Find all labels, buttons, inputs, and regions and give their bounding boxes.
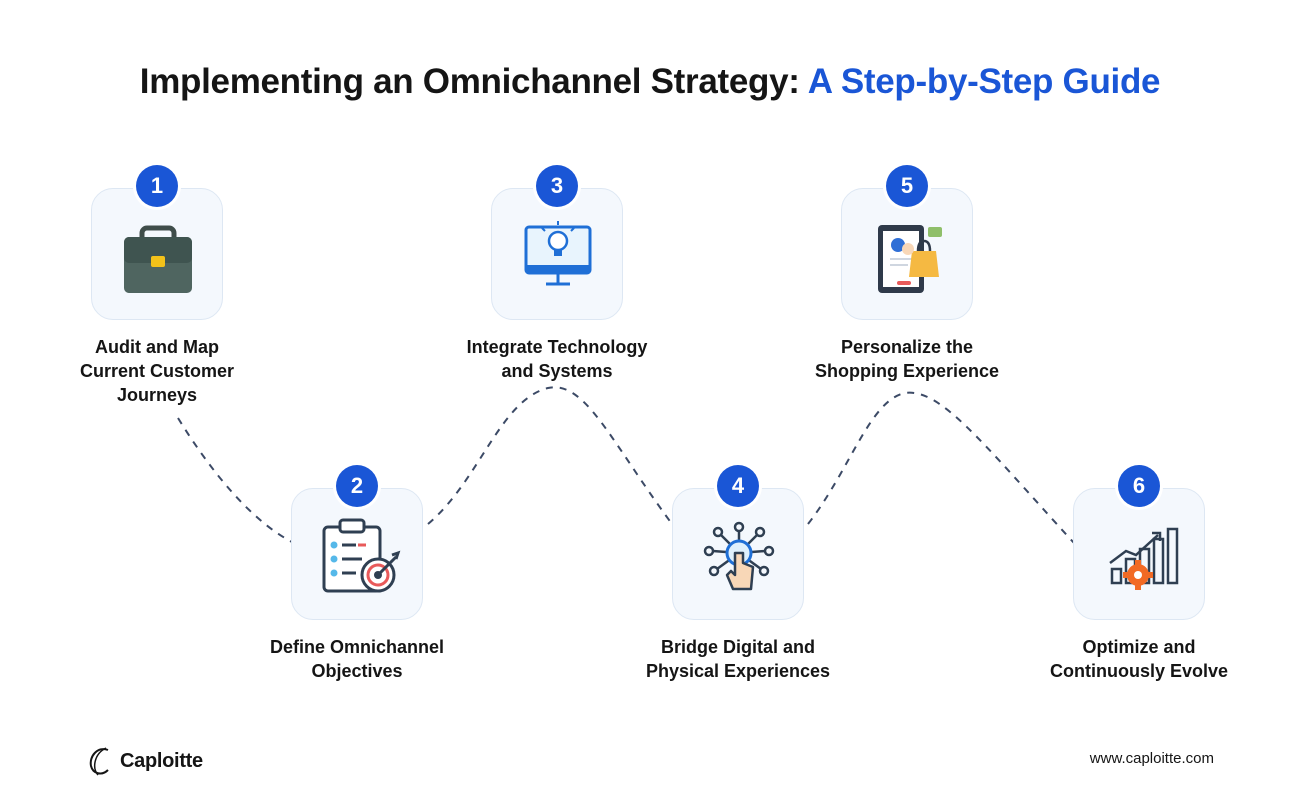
connector-1-2 (177, 417, 293, 543)
step-number-badge: 3 (536, 165, 578, 207)
step-number-badge: 2 (336, 465, 378, 507)
clipboard-target-icon (322, 518, 401, 593)
step-card (1073, 488, 1205, 620)
brand-logo: Caploitte (86, 744, 203, 778)
tablet-shopping-icon (878, 225, 942, 293)
briefcase-icon (124, 225, 192, 293)
step-label: Audit and Map Current Customer Journeys (79, 337, 235, 405)
connector-2-3 (427, 386, 673, 525)
step-number-badge: 1 (136, 165, 178, 207)
step-card (291, 488, 423, 620)
step-card (491, 188, 623, 320)
step-label: Define Omnichannel Objectives (269, 637, 445, 681)
website-url[interactable]: www.caploitte.com (1089, 750, 1214, 767)
step-number-badge: 5 (886, 165, 928, 207)
step-label: Personalize the Shopping Experience (814, 337, 1000, 381)
caploitte-logo-icon (89, 747, 109, 776)
touch-network-icon (703, 521, 775, 591)
page-title: Implementing an Omnichannel Strategy: A … (0, 62, 1300, 102)
step-label: Bridge Digital and Physical Experiences (645, 637, 831, 681)
step-label: Integrate Technology and Systems (466, 337, 648, 381)
title-accent: A Step-by-Step Guide (807, 62, 1161, 101)
step-card (841, 188, 973, 320)
monitor-lightbulb-icon (524, 221, 592, 286)
step-card (672, 488, 804, 620)
step-card (91, 188, 223, 320)
brand-name: Caploitte (120, 749, 203, 772)
connector-4-5 (807, 391, 1075, 544)
step-number-badge: 6 (1118, 465, 1160, 507)
step-label: Optimize and Continuously Evolve (1049, 637, 1229, 681)
title-main: Implementing an Omnichannel Strategy: (139, 62, 808, 101)
step-number-badge: 4 (717, 465, 759, 507)
growth-chart-gear-icon (1109, 527, 1179, 590)
